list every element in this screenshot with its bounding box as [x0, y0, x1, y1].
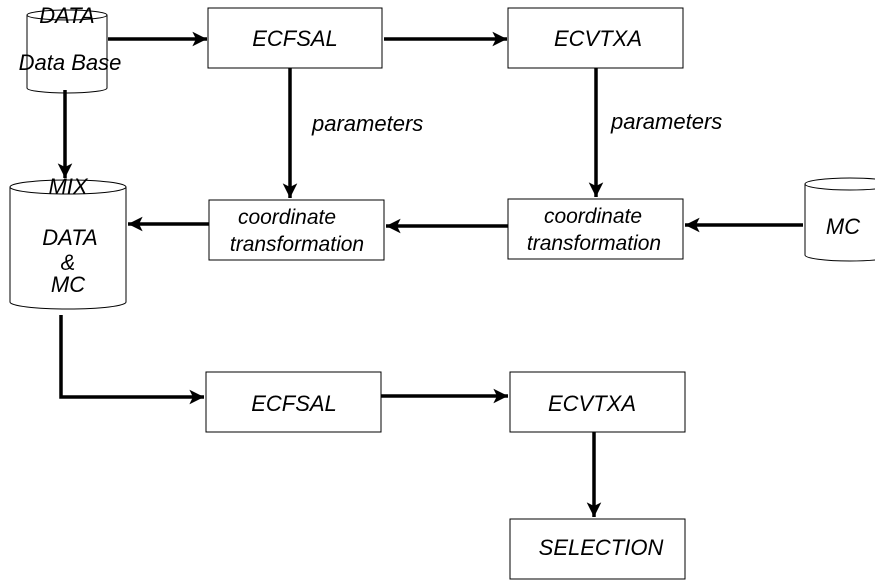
coord-right-line2: transformation [527, 232, 661, 255]
ecfsal-top-box: ECFSAL [207, 7, 383, 69]
ecfsal-top-label: ECFSAL [252, 26, 338, 51]
arrow-mix-to-ecfsal-bottom [59, 315, 204, 405]
mc-cylinder: MC [804, 177, 875, 262]
coord-right-box: coordinate transformation [507, 198, 684, 260]
database-label: Data Base [19, 50, 122, 75]
mix-top-label: MIX [48, 174, 88, 199]
mix-line-mc: MC [51, 272, 85, 297]
params-left-label: parameters [311, 111, 423, 136]
selection-box: SELECTION [509, 518, 686, 580]
ecfsal-bottom-label: ECFSAL [251, 391, 337, 416]
ecvtxa-bottom-box: ECVTXA [509, 371, 686, 433]
ecfsal-bottom-box: ECFSAL [205, 371, 382, 433]
coord-left-line2: transformation [230, 233, 364, 256]
coord-right-line1: coordinate [544, 205, 642, 228]
ecvtxa-top-label: ECVTXA [554, 26, 642, 51]
params-right-label: parameters [610, 109, 722, 134]
mix-line-amp: & [61, 250, 76, 275]
mix-cylinder: MIX DATA & MC [9, 174, 127, 310]
mc-label: MC [826, 214, 860, 239]
coord-left-line1: coordinate [238, 206, 336, 229]
database-top-label: DATA [39, 3, 94, 28]
ecvtxa-bottom-label: ECVTXA [548, 391, 636, 416]
coord-left-box: coordinate transformation [208, 199, 385, 261]
ecvtxa-top-box: ECVTXA [507, 7, 684, 69]
database-cylinder: DATA Data Base [19, 3, 122, 94]
selection-label: SELECTION [539, 535, 664, 560]
mix-line-data: DATA [42, 225, 97, 250]
